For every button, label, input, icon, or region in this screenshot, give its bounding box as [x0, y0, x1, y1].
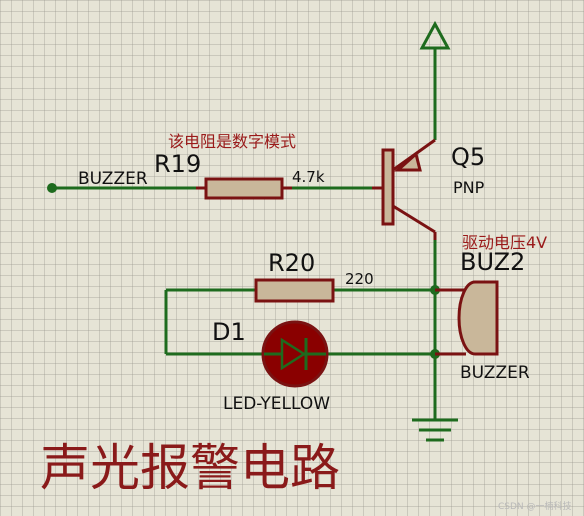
resistor-r19	[196, 177, 292, 200]
r20-ref: R20	[268, 249, 315, 277]
power-arrow-icon	[419, 20, 451, 50]
q5-ref: Q5	[451, 143, 485, 171]
diagram-title: 声光报警电路	[40, 439, 340, 497]
buzzer-type: BUZZER	[460, 363, 530, 383]
d1-ref: D1	[212, 318, 246, 346]
r19-note: 该电阻是数字模式	[168, 132, 296, 151]
transistor-q5	[372, 138, 437, 240]
d1-type: LED-YELLOW	[223, 394, 330, 414]
watermark: CSDN @一楠科技	[498, 500, 572, 512]
resistor-r20	[254, 278, 335, 303]
ground-icon	[412, 418, 458, 442]
buz2-ref: BUZ2	[460, 248, 525, 276]
buzzer-icon	[435, 280, 499, 356]
input-terminal	[47, 183, 57, 193]
q5-type: PNP	[453, 178, 485, 197]
r19-ref: R19	[154, 150, 201, 178]
led-d1-icon	[261, 320, 329, 388]
wires	[52, 48, 466, 420]
net-label-buzzer: BUZZER	[78, 169, 148, 189]
r20-value: 220	[345, 270, 374, 288]
r19-value: 4.7k	[292, 168, 325, 186]
buzzer-note: 驱动电压4V	[462, 233, 547, 252]
